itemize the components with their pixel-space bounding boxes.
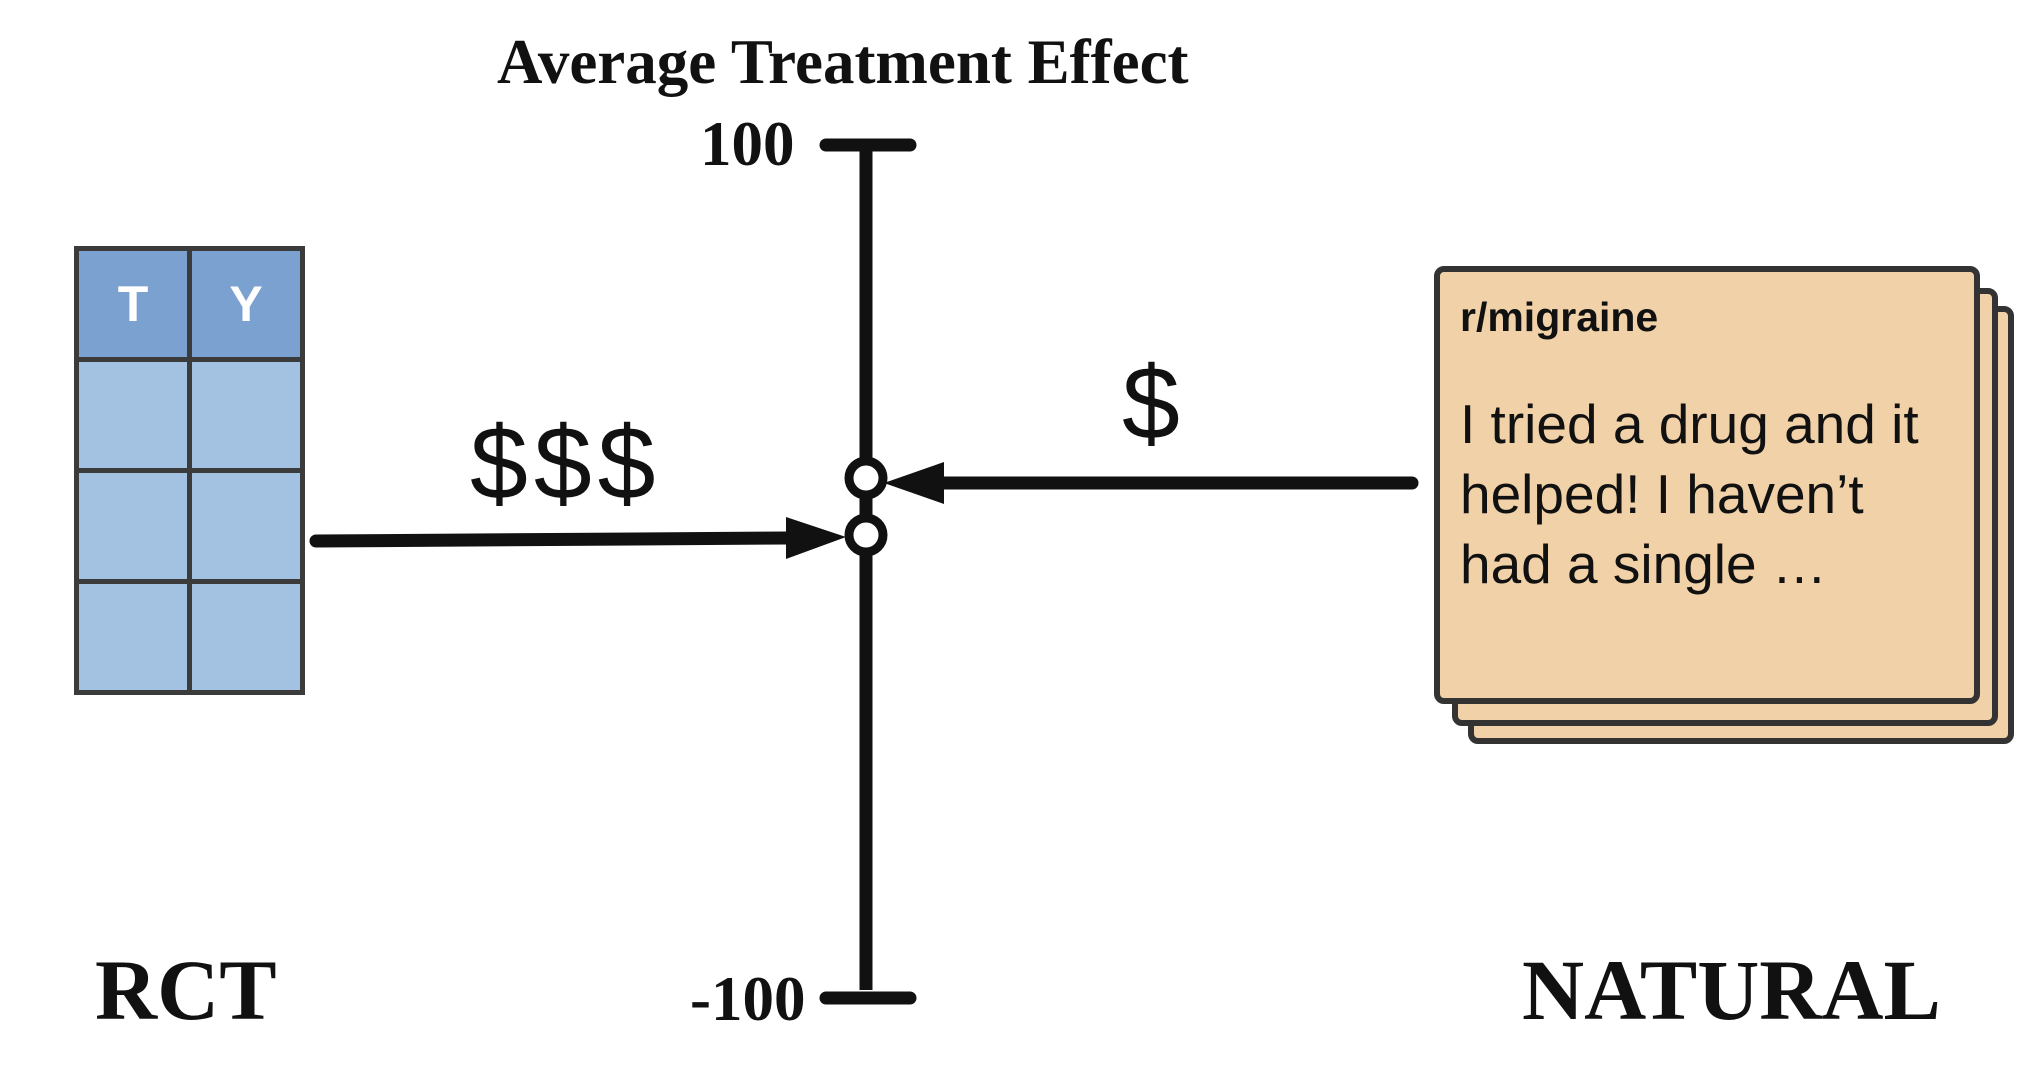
table-cell	[74, 468, 192, 584]
post-text: I tried a drug and it helped! I haven’t …	[1460, 393, 1919, 595]
table-cell	[187, 357, 305, 473]
table-cell	[74, 579, 192, 695]
table-cell	[74, 357, 192, 473]
rct-label: RCT	[95, 942, 277, 1038]
table-header-treatment: T	[74, 246, 192, 362]
diagram-title: Average Treatment Effect	[497, 27, 1189, 97]
natural-arrowhead	[884, 462, 944, 504]
natural-estimate-marker	[844, 456, 888, 500]
social-media-post-card: r/migraine I tried a drug and it helped!…	[1434, 266, 1980, 704]
natural-label: NATURAL	[1522, 942, 1941, 1038]
rct-arrow	[309, 531, 795, 548]
rct-data-table: T Y	[74, 246, 305, 695]
post-subreddit: r/migraine	[1460, 294, 1659, 340]
table-cell	[187, 468, 305, 584]
axis-max-label: 100	[700, 109, 795, 179]
rct-cost-label: $$$	[470, 406, 662, 522]
natural-cost-label: $	[1122, 346, 1180, 462]
axis-min-label: -100	[690, 964, 806, 1034]
table-header-outcome: Y	[187, 246, 305, 362]
table-cell	[187, 579, 305, 695]
rct-arrowhead	[786, 517, 846, 559]
rct-estimate-marker	[844, 513, 888, 557]
